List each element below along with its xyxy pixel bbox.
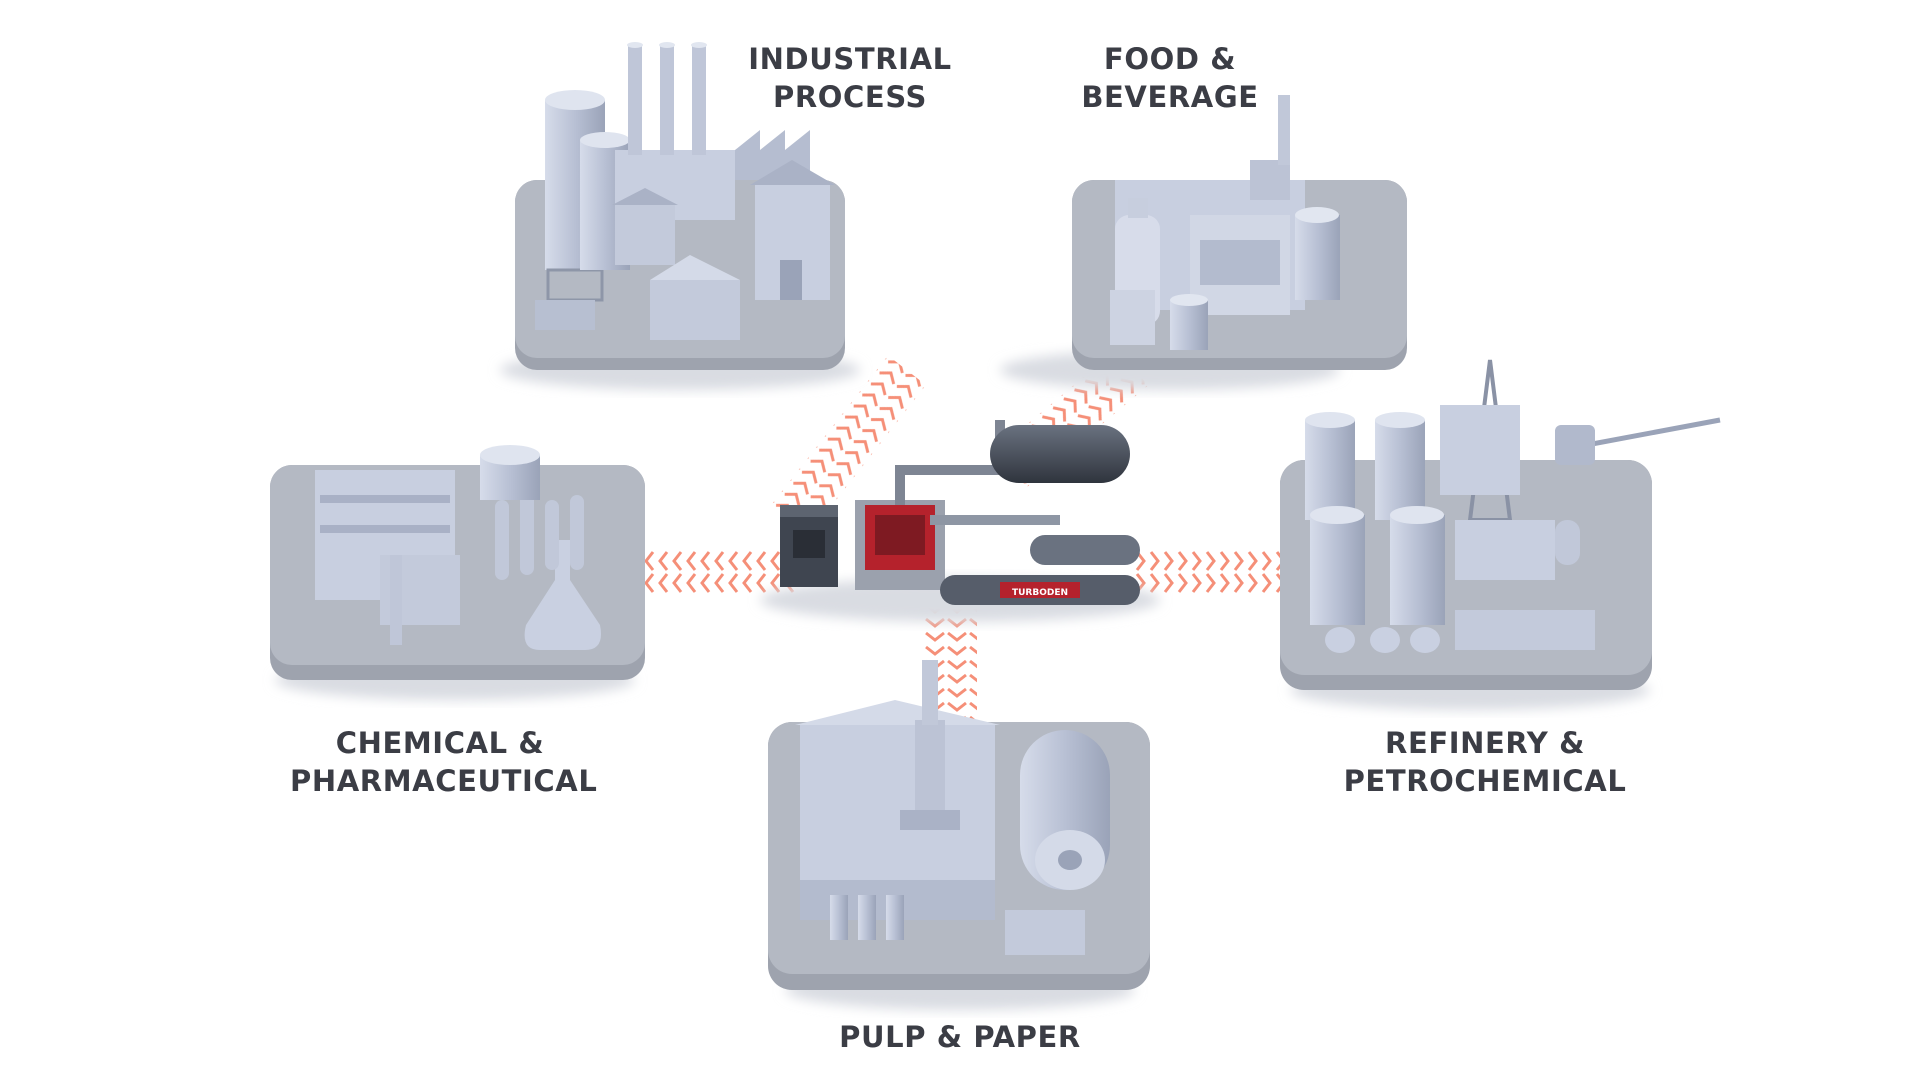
label-pulp-paper: PULP & PAPER [810,1018,1110,1056]
log-stack [650,255,740,340]
label-chemical-pharmaceutical-line2: PHARMACEUTICAL [290,764,598,798]
label-food-beverage-line2: BEVERAGE [1081,80,1259,114]
label-chemical-pharmaceutical: CHEMICAL & PHARMACEUTICAL [290,724,598,800]
label-industrial-process: INDUSTRIAL PROCESS [744,40,956,116]
platform-chemical-pharmaceutical [270,445,645,700]
label-food-beverage: FOOD & BEVERAGE [1060,40,1280,116]
label-refinery-petrochemical: REFINERY & PETROCHEMICAL [1335,724,1635,800]
platform-refinery-petrochemical [1280,359,1721,710]
label-industrial-process-line2: PROCESS [772,80,927,114]
label-pulp-paper-line1: PULP & PAPER [839,1020,1081,1054]
label-industrial-process-line1: INDUSTRIAL [748,42,952,76]
connectors [640,348,1290,730]
label-food-beverage-line1: FOOD & [1103,42,1237,76]
label-refinery-petrochemical-line2: PETROCHEMICAL [1343,764,1627,798]
platform-pulp-paper [768,660,1150,1010]
label-refinery-petrochemical-line1: REFINERY & [1385,726,1585,760]
platform-industrial-process [500,42,860,390]
turboden-brand-text: TURBODEN [1012,588,1068,598]
label-chemical-pharmaceutical-line1: CHEMICAL & [335,726,545,760]
connector-refinery [1130,550,1290,594]
connector-chemical [640,550,800,594]
platform-food-beverage [1000,95,1407,390]
central-orc-unit: TURBODEN [760,420,1160,622]
connector-industrial [771,355,926,535]
